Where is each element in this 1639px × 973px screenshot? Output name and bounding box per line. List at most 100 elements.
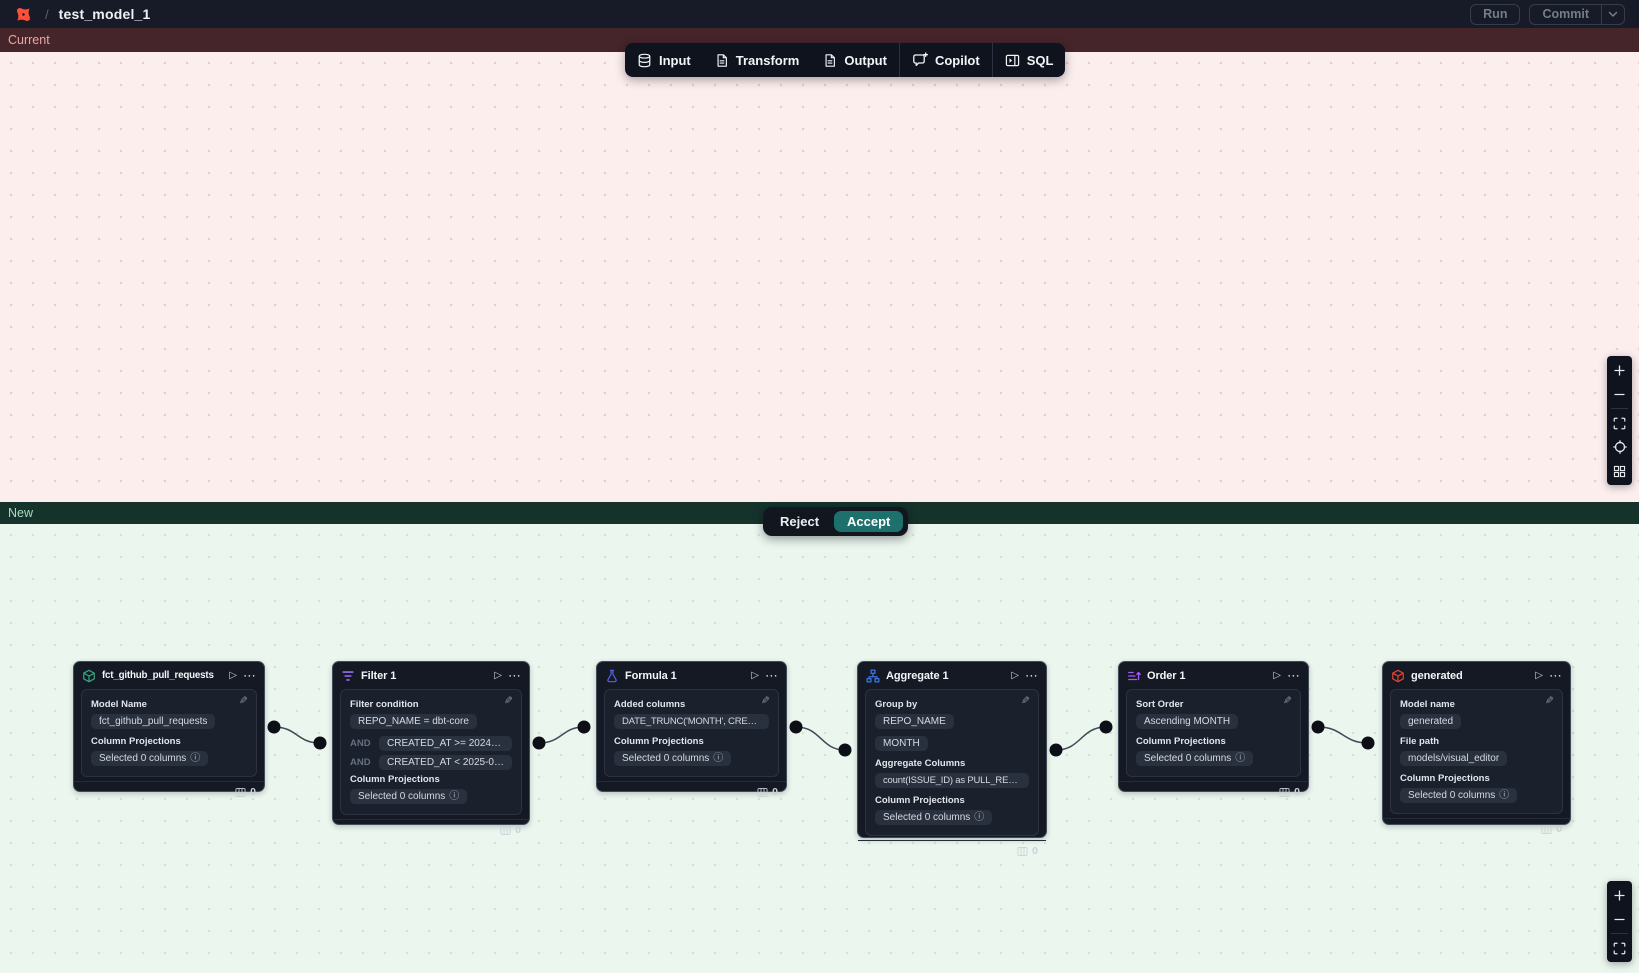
output-port[interactable]: [267, 720, 281, 734]
center-view-button[interactable]: [1607, 435, 1632, 459]
input-port[interactable]: [838, 743, 852, 757]
node-header[interactable]: generated ▷ ⋯: [1383, 662, 1570, 689]
zoom-out-button[interactable]: [1607, 382, 1632, 406]
play-icon[interactable]: ▷: [1011, 670, 1019, 681]
toolbar-input-button[interactable]: Input: [625, 43, 703, 77]
info-icon: ⓘ: [1235, 753, 1246, 764]
reject-button[interactable]: Reject: [768, 511, 831, 532]
node-aggregate-1[interactable]: Aggregate 1 ▷ ⋯ ✎ Group by REPO_NAME MON…: [857, 661, 1047, 857]
output-port[interactable]: [1049, 743, 1063, 757]
edit-pencil-icon[interactable]: ✎: [1021, 695, 1030, 707]
database-icon: [637, 53, 652, 68]
node-footer: 0: [74, 781, 264, 802]
node-header[interactable]: Formula 1 ▷ ⋯: [597, 662, 786, 689]
output-port[interactable]: [789, 720, 803, 734]
info-icon: ⓘ: [974, 812, 985, 823]
dbt-logo-icon[interactable]: [14, 5, 33, 24]
fit-view-button[interactable]: [1607, 411, 1632, 435]
aggregate-chip[interactable]: count(ISSUE_ID) as PULL_REQUEST_…: [875, 773, 1029, 788]
toolbar-sql-button[interactable]: SQL: [993, 43, 1066, 77]
edge[interactable]: [1055, 726, 1107, 751]
commit-button[interactable]: Commit: [1542, 6, 1589, 21]
node-title: Filter 1: [361, 669, 397, 682]
more-menu-icon[interactable]: ⋯: [765, 667, 778, 683]
columns-icon: [757, 787, 768, 797]
edit-pencil-icon[interactable]: ✎: [1545, 695, 1554, 707]
node-filter-1[interactable]: Filter 1 ▷ ⋯ ✎ Filter condition REPO_NAM…: [332, 661, 530, 836]
play-icon[interactable]: ▷: [751, 670, 759, 681]
play-icon[interactable]: ▷: [1273, 670, 1281, 681]
input-port[interactable]: [1099, 720, 1113, 734]
node-header[interactable]: fct_github_pull_requests ▷ ⋯: [74, 662, 264, 689]
more-menu-icon[interactable]: ⋯: [1025, 667, 1038, 683]
play-icon[interactable]: ▷: [229, 670, 237, 681]
and-label: AND: [350, 757, 371, 768]
output-port[interactable]: [1311, 720, 1325, 734]
more-menu-icon[interactable]: ⋯: [243, 667, 256, 683]
toolbar-transform-button[interactable]: Transform: [703, 43, 812, 77]
new-label: New: [8, 506, 34, 520]
accept-button[interactable]: Accept: [834, 511, 904, 532]
node-generated[interactable]: generated ▷ ⋯ ✎ Model name generated Fil…: [1382, 661, 1571, 835]
input-port[interactable]: [577, 720, 591, 734]
toolbar-sql-label: SQL: [1026, 52, 1054, 68]
node-fct-github-pull-requests[interactable]: fct_github_pull_requests ▷ ⋯ ✎ Model Nam…: [73, 661, 265, 798]
formula-chip[interactable]: DATE_TRUNC('MONTH', CREATED_AT…: [614, 714, 769, 729]
edge[interactable]: [538, 726, 585, 744]
more-menu-icon[interactable]: ⋯: [1549, 667, 1562, 683]
edge[interactable]: [795, 726, 846, 751]
toolbar-copilot-button[interactable]: Copilot: [900, 43, 992, 77]
filter-condition-chip[interactable]: CREATED_AT >= 2024-12-01: [379, 736, 512, 751]
node-order-1[interactable]: Order 1 ▷ ⋯ ✎ Sort Order Ascending MONTH…: [1118, 661, 1309, 798]
output-port[interactable]: [532, 736, 546, 750]
model-name-chip[interactable]: fct_github_pull_requests: [91, 714, 216, 729]
node-header[interactable]: Order 1 ▷ ⋯: [1119, 662, 1308, 689]
filter-condition-chip[interactable]: REPO_NAME = dbt-core: [350, 714, 477, 729]
current-canvas[interactable]: [0, 52, 1639, 502]
model-name-chip[interactable]: generated: [1400, 714, 1462, 729]
input-port[interactable]: [313, 736, 327, 750]
sql-panel-icon: [1005, 53, 1020, 68]
tidy-layout-button[interactable]: [1607, 459, 1632, 483]
node-header[interactable]: Aggregate 1 ▷ ⋯: [858, 662, 1046, 689]
filter-condition-chip[interactable]: CREATED_AT < 2025-03-01: [379, 755, 512, 770]
node-title: Order 1: [1147, 669, 1186, 682]
edge[interactable]: [273, 726, 321, 744]
group-by-chip[interactable]: REPO_NAME: [875, 714, 954, 729]
node-header[interactable]: Filter 1 ▷ ⋯: [333, 662, 529, 689]
zoom-in-button[interactable]: [1607, 358, 1632, 382]
columns-icon: [1541, 824, 1552, 834]
edge[interactable]: [1317, 726, 1369, 744]
zoom-out-button[interactable]: [1607, 907, 1632, 931]
edit-pencil-icon[interactable]: ✎: [761, 695, 770, 707]
play-icon[interactable]: ▷: [1535, 670, 1543, 681]
play-icon[interactable]: ▷: [494, 670, 502, 681]
run-button[interactable]: Run: [1470, 3, 1521, 25]
top-bar: / test_model_1 Run Commit: [0, 0, 1639, 28]
file-path-chip[interactable]: models/visual_editor: [1400, 751, 1508, 766]
sort-order-chip[interactable]: Ascending MONTH: [1136, 714, 1239, 729]
controls-divider: [1611, 408, 1628, 409]
more-menu-icon[interactable]: ⋯: [508, 667, 521, 683]
more-menu-icon[interactable]: ⋯: [1287, 667, 1300, 683]
new-canvas[interactable]: fct_github_pull_requests ▷ ⋯ ✎ Model Nam…: [0, 524, 1639, 973]
group-by-chip[interactable]: MONTH: [875, 736, 928, 751]
row-count: 0: [772, 786, 778, 798]
edit-pencil-icon[interactable]: ✎: [504, 695, 513, 707]
edit-pencil-icon[interactable]: ✎: [239, 695, 248, 707]
toolbar-output-button[interactable]: Output: [811, 43, 899, 77]
commit-dropdown-button[interactable]: [1601, 4, 1624, 24]
zoom-in-button[interactable]: [1607, 883, 1632, 907]
node-formula-1[interactable]: Formula 1 ▷ ⋯ ✎ Added columns DATE_TRUNC…: [596, 661, 787, 798]
field-label: Column Projections: [91, 736, 181, 747]
toolbar-divider: [991, 43, 993, 77]
input-port[interactable]: [1361, 736, 1375, 750]
edit-pencil-icon[interactable]: ✎: [1283, 695, 1292, 707]
fit-view-button[interactable]: [1607, 936, 1632, 960]
